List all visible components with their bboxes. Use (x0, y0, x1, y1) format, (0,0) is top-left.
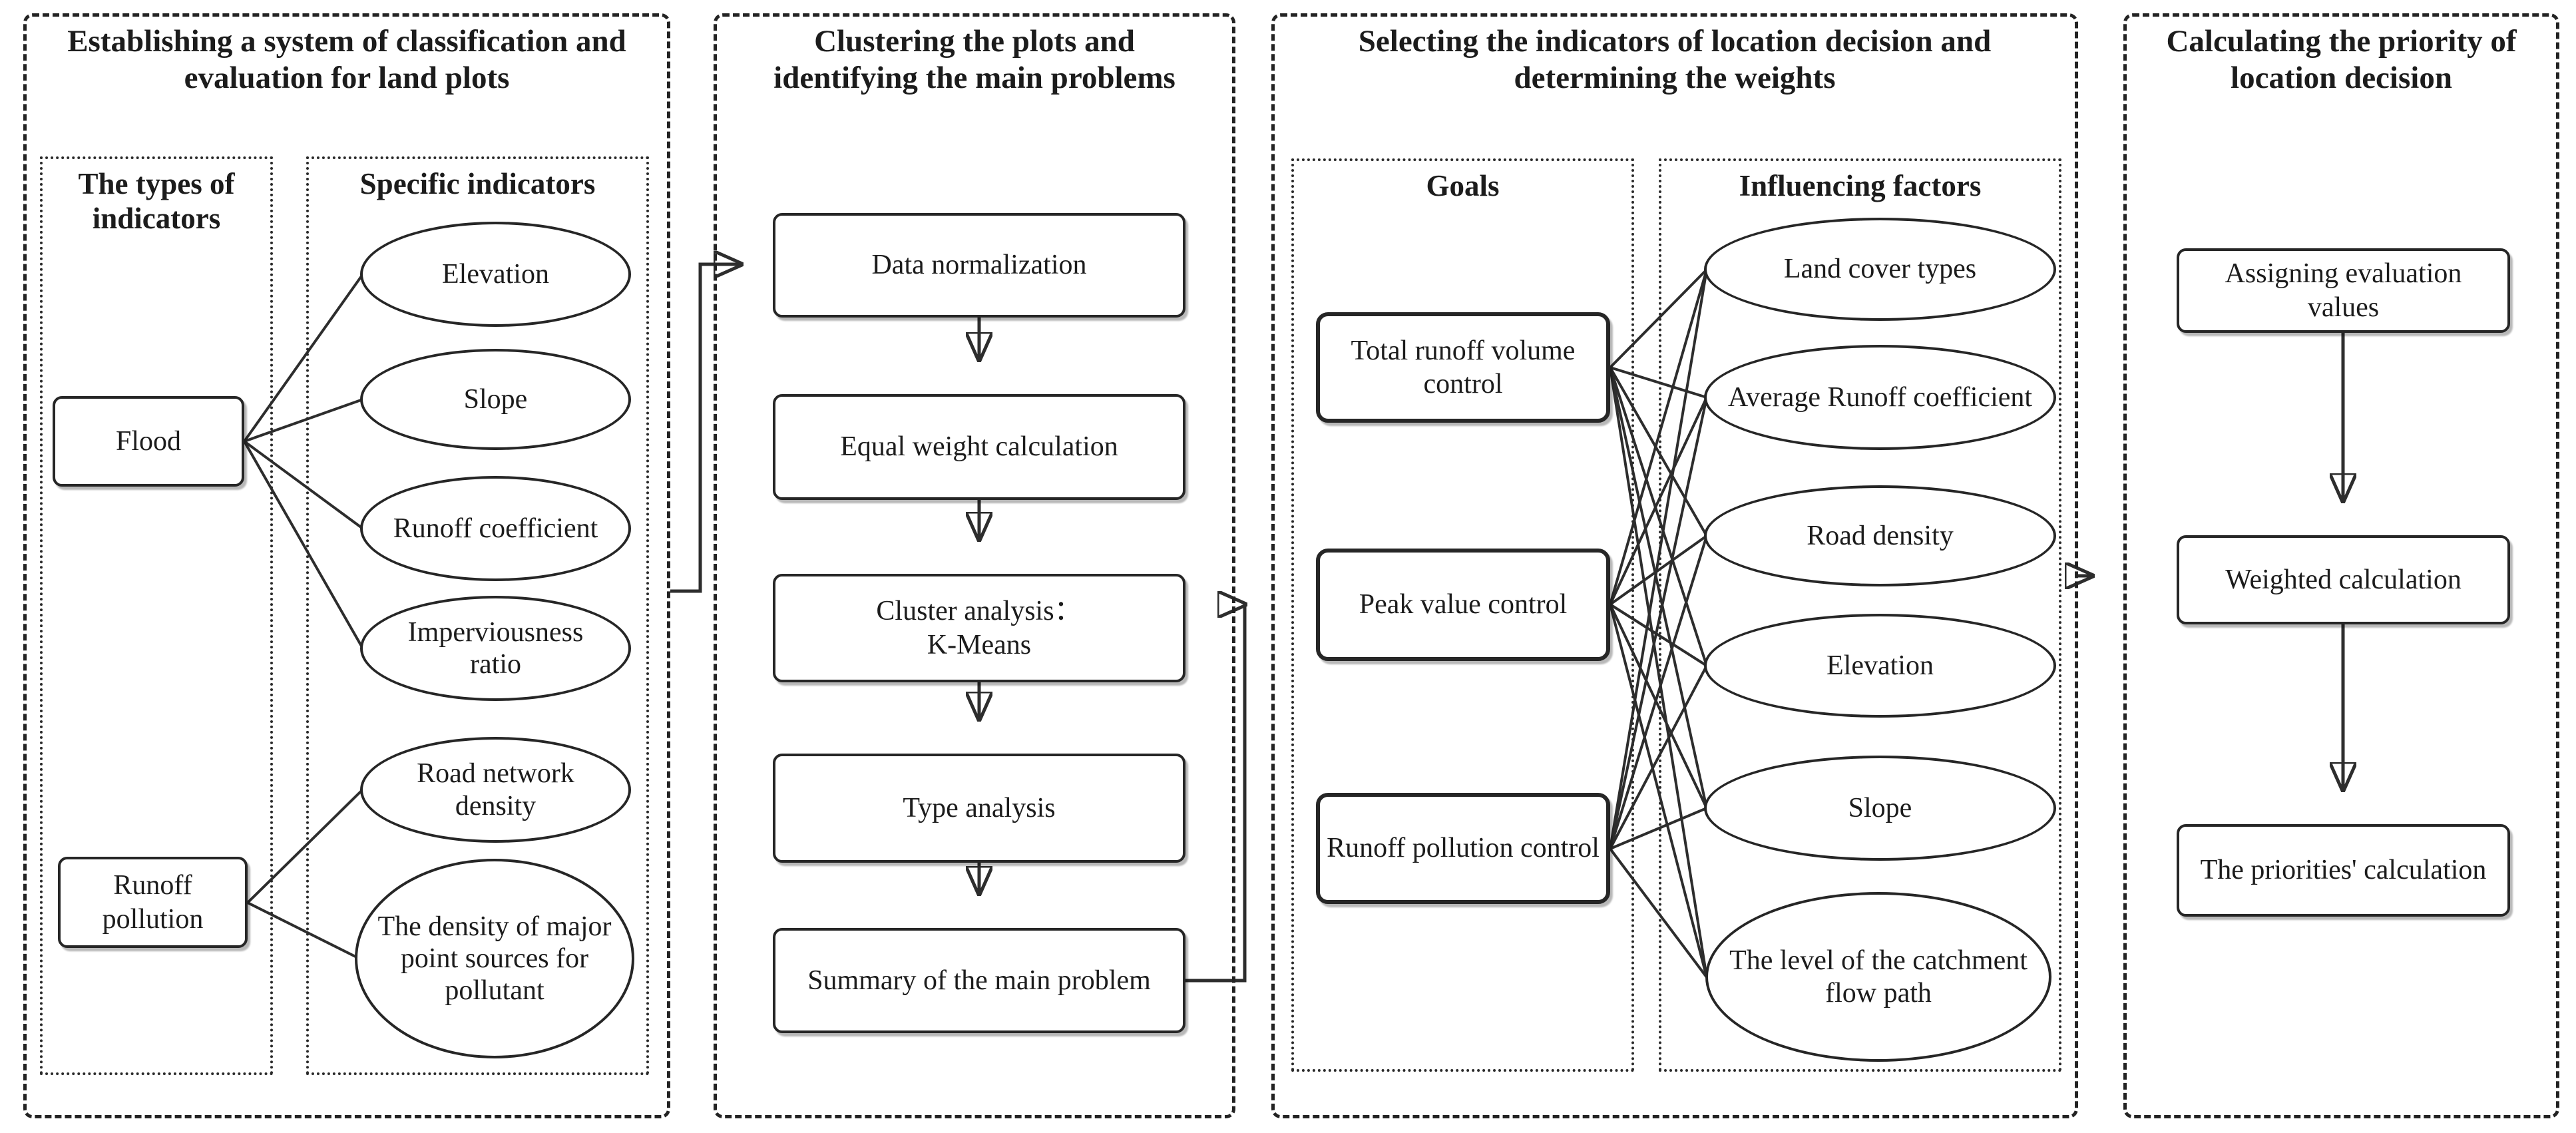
cluster-analysis-line1: Cluster analysis： (876, 596, 1082, 627)
data-normalization-box: Data normalization (773, 213, 1185, 318)
specific-indicators-header: Specific indicators (359, 167, 596, 200)
elevation-factor-ellipse: Elevation (1704, 614, 2056, 718)
runoff-coefficient-ellipse: Runoff coefficient (360, 476, 631, 581)
flood-box: Flood (53, 396, 244, 487)
priorities-calculation-box: The priorities' calculation (2177, 824, 2510, 917)
panel1-title: Establishing a system of classification … (67, 24, 626, 96)
panel2-title: Clustering the plots and identifying the… (773, 24, 1176, 96)
peak-value-control-box: Peak value control (1316, 549, 1610, 661)
summary-main-problem-box: Summary of the main problem (773, 928, 1185, 1033)
slope-ellipse: Slope (360, 349, 631, 450)
panel-classification: Establishing a system of classification … (23, 13, 670, 1118)
influencing-factors-header: Influencing factors (1739, 169, 1982, 202)
equal-weight-calculation-box: Equal weight calculation (773, 394, 1185, 500)
imperviousness-ratio-ellipse: Imperviousness ratio (360, 596, 631, 701)
panel4-title: Calculating the priority of location dec… (2166, 24, 2517, 96)
goals-header: Goals (1426, 169, 1500, 202)
influencing-factors-box: Influencing factors (1659, 158, 2061, 1072)
road-network-density-ellipse: Road network density (360, 737, 631, 843)
slope-factor-ellipse: Slope (1704, 756, 2056, 861)
panel-priority-calculation: Calculating the priority of location dec… (2123, 13, 2559, 1118)
types-of-indicators-header: The types of indicators (78, 167, 235, 235)
weighted-calculation-box: Weighted calculation (2177, 535, 2510, 624)
elevation-ellipse: Elevation (360, 222, 631, 327)
type-analysis-box: Type analysis (773, 754, 1185, 863)
goals-box: Goals (1291, 158, 1634, 1072)
types-of-indicators-box: The types of indicators (40, 156, 273, 1075)
point-sources-density-ellipse: The density of major point sources for p… (355, 859, 634, 1058)
runoff-pollution-control-box: Runoff pollution control (1316, 793, 1610, 904)
panel-clustering: Clustering the plots and identifying the… (714, 13, 1235, 1118)
average-runoff-coefficient-ellipse: Average Runoff coefficient (1704, 345, 2056, 450)
runoff-pollution-box: Runoff pollution (58, 857, 248, 948)
catchment-flow-path-ellipse: The level of the catchment flow path (1705, 892, 2051, 1062)
panel-selecting-indicators: Selecting the indicators of location dec… (1271, 13, 2078, 1118)
panel3-title: Selecting the indicators of location dec… (1358, 24, 1992, 96)
land-cover-types-ellipse: Land cover types (1704, 218, 2056, 321)
total-runoff-volume-control-box: Total runoff volume control (1316, 312, 1610, 423)
road-density-ellipse: Road density (1704, 485, 2056, 586)
assigning-evaluation-values-box: Assigning evaluation values (2177, 248, 2510, 333)
specific-indicators-box: Specific indicators (306, 156, 649, 1075)
cluster-analysis-line2: K-Means (927, 629, 1032, 660)
cluster-analysis-box: Cluster analysis： K-Means (773, 574, 1185, 682)
